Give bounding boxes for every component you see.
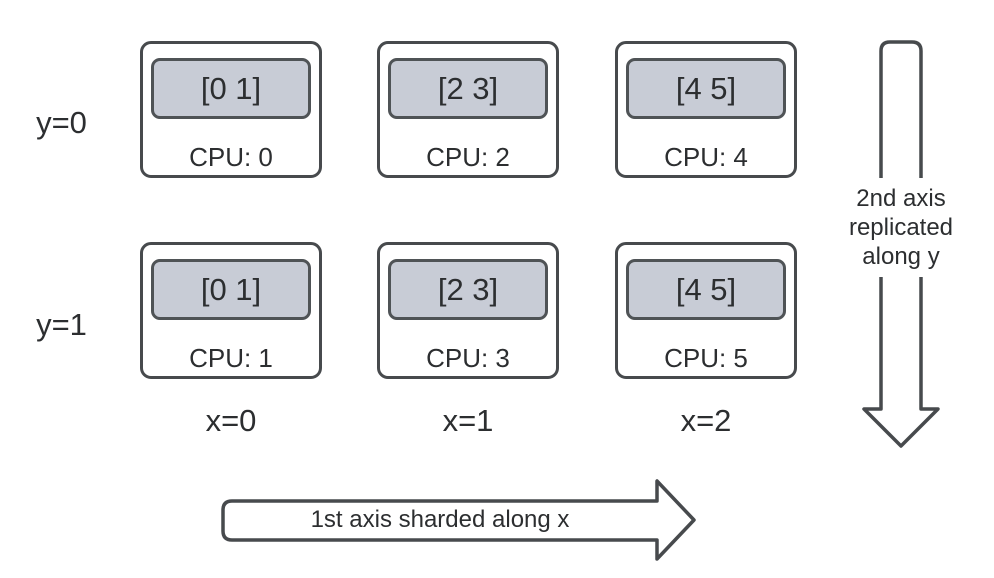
shard-value-box: [2 3] (388, 259, 548, 320)
shard-values: [4 5] (675, 70, 737, 106)
shard-value-box: [0 1] (151, 259, 311, 320)
right-arrow-icon (221, 479, 696, 561)
shard-values: [2 3] (437, 271, 499, 307)
shard-values: [0 1] (200, 271, 262, 307)
down-arrow-label: 2nd axis replicated along y (841, 178, 961, 277)
device-box-cpu5: [4 5] CPU: 5 (615, 242, 797, 379)
shard-values: [4 5] (675, 271, 737, 307)
right-arrow-label: 1st axis sharded along x (310, 506, 570, 533)
cpu-label: CPU: 2 (426, 142, 510, 172)
row-label-y0: y=0 (36, 105, 87, 140)
col-label-x2: x=2 (680, 403, 732, 438)
cpu-label: CPU: 5 (664, 343, 748, 373)
row-label-y1: y=1 (36, 307, 87, 342)
device-box-cpu1: [0 1] CPU: 1 (140, 242, 322, 379)
cpu-label: CPU: 0 (189, 142, 273, 172)
shard-value-box: [0 1] (151, 58, 311, 119)
shard-values: [0 1] (200, 70, 262, 106)
col-label-x0: x=0 (205, 403, 257, 438)
shard-values: [2 3] (437, 70, 499, 106)
shard-value-box: [2 3] (388, 58, 548, 119)
shard-value-box: [4 5] (626, 58, 786, 119)
cpu-label: CPU: 4 (664, 142, 748, 172)
device-box-cpu4: [4 5] CPU: 4 (615, 41, 797, 178)
device-box-cpu3: [2 3] CPU: 3 (377, 242, 559, 379)
col-label-x1: x=1 (442, 403, 494, 438)
shard-value-box: [4 5] (626, 259, 786, 320)
cpu-label: CPU: 3 (426, 343, 510, 373)
device-box-cpu0: [0 1] CPU: 0 (140, 41, 322, 178)
cpu-label: CPU: 1 (189, 343, 273, 373)
device-box-cpu2: [2 3] CPU: 2 (377, 41, 559, 178)
